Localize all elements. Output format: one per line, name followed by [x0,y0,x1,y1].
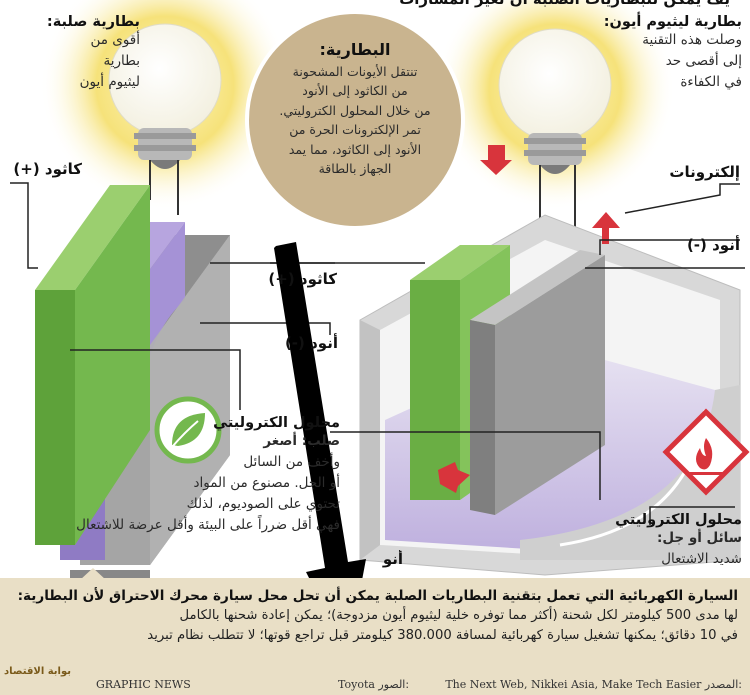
solid-electrolyte-text: محلول الكتروليتي صلب: أصغر وأخف من السائ… [40,415,340,536]
solid-electrolyte-line-3: تحتوي على الصوديوم، لذلك [186,496,340,512]
liquid-electrolyte-sub: سائل أو جل: [656,530,742,546]
credits-source-value: The Next Web, Nikkei Asia, Make Tech Eas… [445,678,702,691]
circle-line-2: من الكاثود إلى الأنود [302,83,408,98]
liion-battery-line-2: إلى أقصى حد [665,53,742,69]
label-electrons: إلكترونات [669,163,740,181]
solid-electrolyte-line-2: أو الجل. مصنوع من المواد [193,475,340,491]
header-title: يف يمكن للبطاريات الصلبة أن تغير المسارا… [399,0,730,8]
light-bulb-left-icon [108,23,222,169]
solid-electrolyte-sub: صلب: أصغر [263,433,340,449]
label-anode-mid: أنو [382,550,403,568]
watermark-logo: بوابة الاقتصاد [4,666,71,677]
credits-photos-label: الصور: [378,678,410,691]
black-arrow-overlay-icon [274,242,366,655]
solid-battery-line-1: أقوى من [90,32,140,48]
bottom-band [0,578,750,695]
solid-battery-title: بطارية صلبة: [46,14,140,30]
label-cathode-mid: كاثود (+) [268,270,337,288]
solid-electrolyte-title: محلول الكتروليتي [213,415,340,431]
label-anode-left: أنود (-) [284,334,338,352]
credits-photos-value: Toyota [338,678,375,691]
label-anode-right: أنود (-) [686,236,740,254]
circle-line-1: تنتقل الأيونات المشحونة [292,63,418,79]
circle-line-6: الجهاز بالطاقة [318,161,392,176]
leaf-eco-icon [154,396,222,464]
circle-line-4: تمر الإلكترونات الحرة من [289,122,421,137]
bottom-line-2: في 10 دقائق؛ يمكنها تشغيل سيارة كهربائية… [147,628,738,643]
liquid-electrolyte-text: محلول الكتروليتي سائل أو جل: شديد الاشتع… [610,512,742,570]
credits-bar: The Next Web, Nikkei Asia, Make Tech Eas… [0,666,750,695]
circle-line-5: الأنود إلى الكاثود، مما يمد [288,141,422,157]
solid-battery-illustration [35,160,230,580]
label-cathode-left: كاثود (+) [13,160,82,178]
light-bulb-right-icon [498,28,612,174]
solid-electrolyte-line-4: فهي أقل ضرراً على البيئة وأقل عرضة للاشت… [76,517,340,533]
credits-source-label: المصدر: [704,678,742,691]
liion-battery-title: بطارية ليثيوم أيون: [603,14,742,30]
explanation-circle [245,10,465,230]
bottom-line-1: لها مدى 500 كيلومتر لكل شحنة (أكثر مما ت… [179,608,738,623]
flammable-icon [662,408,750,496]
liion-battery-text: بطارية ليثيوم أيون: وصلت هذه التقنية إلى… [590,14,742,93]
solid-battery-line-3: ليثيوم أيون [79,74,140,90]
credits-photos: Toyota الصور: [338,678,409,691]
electron-arrows [438,145,620,493]
solid-battery-text: بطارية صلبة: أقوى من بطارية ليثيوم أيون [40,14,140,93]
leader-lines [10,182,745,525]
circle-title: البطارية: [319,40,391,59]
band-pointer [80,568,106,580]
liquid-electrolyte-title: محلول الكتروليتي [615,512,742,528]
bottom-summary: السيارة الكهربائية التي تعمل بتقنية البط… [8,586,738,646]
solid-electrolyte-line-1: وأخف من السائل [243,454,340,470]
circle-line-3: من خلال المحلول الكتروليتي. [279,102,431,118]
bottom-title: السيارة الكهربائية التي تعمل بتقنية البط… [17,588,738,604]
credits-source: The Next Web, Nikkei Asia, Make Tech Eas… [445,678,742,691]
liquid-electrolyte-line: شديد الاشتعال [661,551,742,567]
solid-battery-line-2: بطارية [103,53,140,69]
circle-explanation: البطارية: تنتقل الأيونات المشحونة من الك… [255,40,455,179]
liion-battery-line-1: وصلت هذه التقنية [642,32,742,48]
credits-agency: GRAPHIC NEWS [96,678,191,691]
liion-battery-line-3: في الكفاءة [680,74,742,90]
